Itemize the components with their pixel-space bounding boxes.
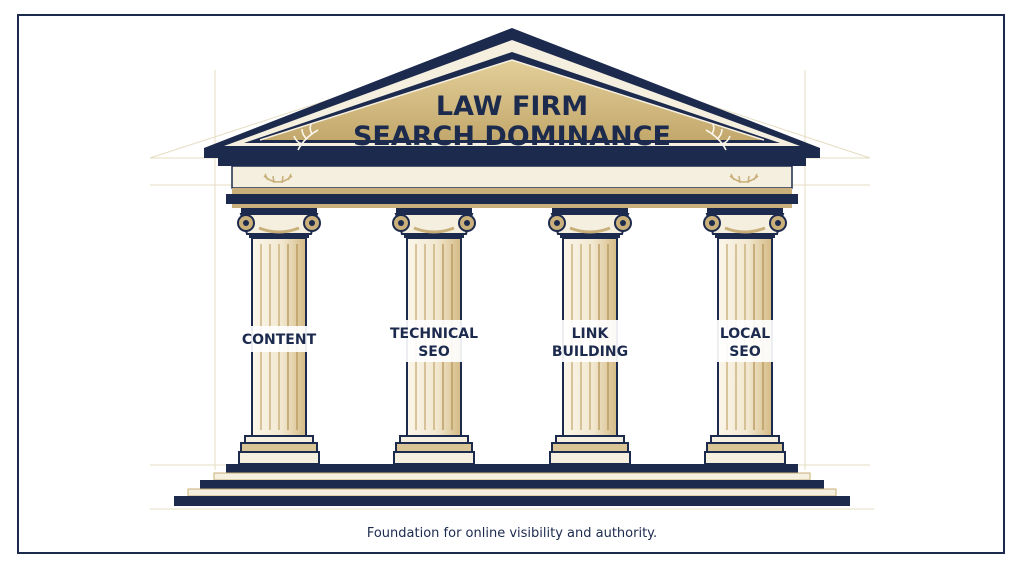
pillar-label: BUILDING bbox=[552, 344, 628, 360]
laurel-wreath-icon bbox=[263, 173, 293, 184]
pillar-label: TECHNICAL bbox=[390, 326, 478, 342]
pillar: LOCAL SEO bbox=[695, 208, 795, 465]
caption: Foundation for online visibility and aut… bbox=[366, 526, 658, 541]
entablature bbox=[218, 158, 806, 208]
pillar-label: SEO bbox=[729, 344, 761, 360]
laurel-wreath-icon bbox=[293, 123, 319, 151]
title-line-1: LAW FIRM bbox=[436, 91, 588, 122]
laurel-wreath-icon bbox=[729, 173, 759, 184]
pillar-label: LOCAL bbox=[720, 326, 770, 342]
pillar-label: LINK bbox=[572, 326, 610, 342]
pillar-label: SEO bbox=[418, 344, 450, 360]
laurel-wreath-icon bbox=[705, 123, 731, 151]
title-line-2: SEARCH DOMINANCE bbox=[353, 121, 671, 152]
columns: CONTENT TECHNICAL SEO LINK BUILDING LOCAL SEO bbox=[229, 208, 795, 465]
pediment bbox=[204, 28, 820, 158]
pillar: TECHNICAL SEO bbox=[384, 208, 484, 465]
pillar: CONTENT bbox=[229, 208, 329, 465]
pillar-label: CONTENT bbox=[242, 332, 317, 348]
pillar: LINK BUILDING bbox=[540, 208, 640, 465]
temple-steps bbox=[150, 464, 874, 510]
